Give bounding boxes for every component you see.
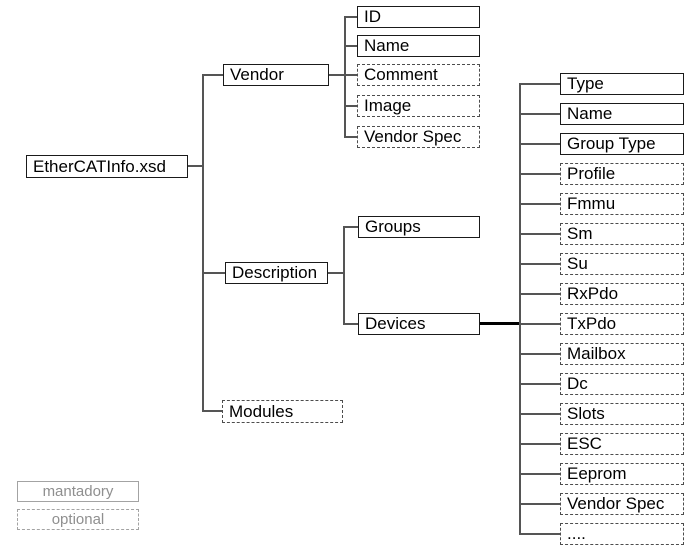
connector-line [202,74,223,76]
node-type: Type [560,73,684,95]
connector-line [519,143,560,145]
connector-line [344,74,357,76]
node-rxpdo: RxPdo [560,283,684,305]
node-vendor: Vendor [223,64,329,86]
legend-optional: optional [17,509,139,530]
connector-line [343,226,345,325]
connector-line [202,74,204,412]
connector-line [519,413,560,415]
node-id: ID [357,6,480,28]
node-vendor-spec: Vendor Spec [357,126,480,148]
connector-line [202,410,222,412]
connector-line [519,83,560,85]
connector-line [519,233,560,235]
connector-line [188,165,203,167]
node-profile: Profile [560,163,684,185]
node-eeprom: Eeprom [560,463,684,485]
node-dc: Dc [560,373,684,395]
connector-line [519,263,560,265]
connector-line [519,443,560,445]
node-groups: Groups [358,216,480,238]
connector-line [344,16,357,18]
node-device-name: Name [560,103,684,125]
node-group-type: Group Type [560,133,684,155]
node-fmmu: Fmmu [560,193,684,215]
node-device-vendor-spec: Vendor Spec [560,493,684,515]
node-name: Name [357,35,480,57]
connector-line [519,383,560,385]
legend-mandatory: mantadory [17,481,139,502]
connector-line [519,473,560,475]
node-mailbox: Mailbox [560,343,684,365]
node-esc: ESC [560,433,684,455]
connector-line [344,136,357,138]
node-sm: Sm [560,223,684,245]
devices-connector-line [480,322,520,325]
connector-line [519,203,560,205]
node-comment: Comment [357,64,480,86]
connector-line [519,113,560,115]
connector-line [519,293,560,295]
connector-line [519,323,560,325]
node-image: Image [357,95,480,117]
node-devices: Devices [358,313,480,335]
node-su: Su [560,253,684,275]
connector-line [329,74,345,76]
connector-line [344,105,357,107]
connector-line [343,323,358,325]
connector-line [519,83,521,535]
node-slots: Slots [560,403,684,425]
node-ellipsis: .... [560,523,684,545]
connector-line [519,503,560,505]
connector-line [344,16,346,138]
connector-line [343,226,358,228]
connector-line [328,272,345,274]
connector-line [519,353,560,355]
connector-line [519,173,560,175]
node-ethercatinfo-xsd: EtherCATInfo.xsd [26,155,188,178]
node-modules: Modules [222,400,343,423]
connector-line [344,45,357,47]
node-description: Description [225,262,328,284]
node-txpdo: TxPdo [560,313,684,335]
connector-line [519,533,560,535]
connector-line [202,272,225,274]
